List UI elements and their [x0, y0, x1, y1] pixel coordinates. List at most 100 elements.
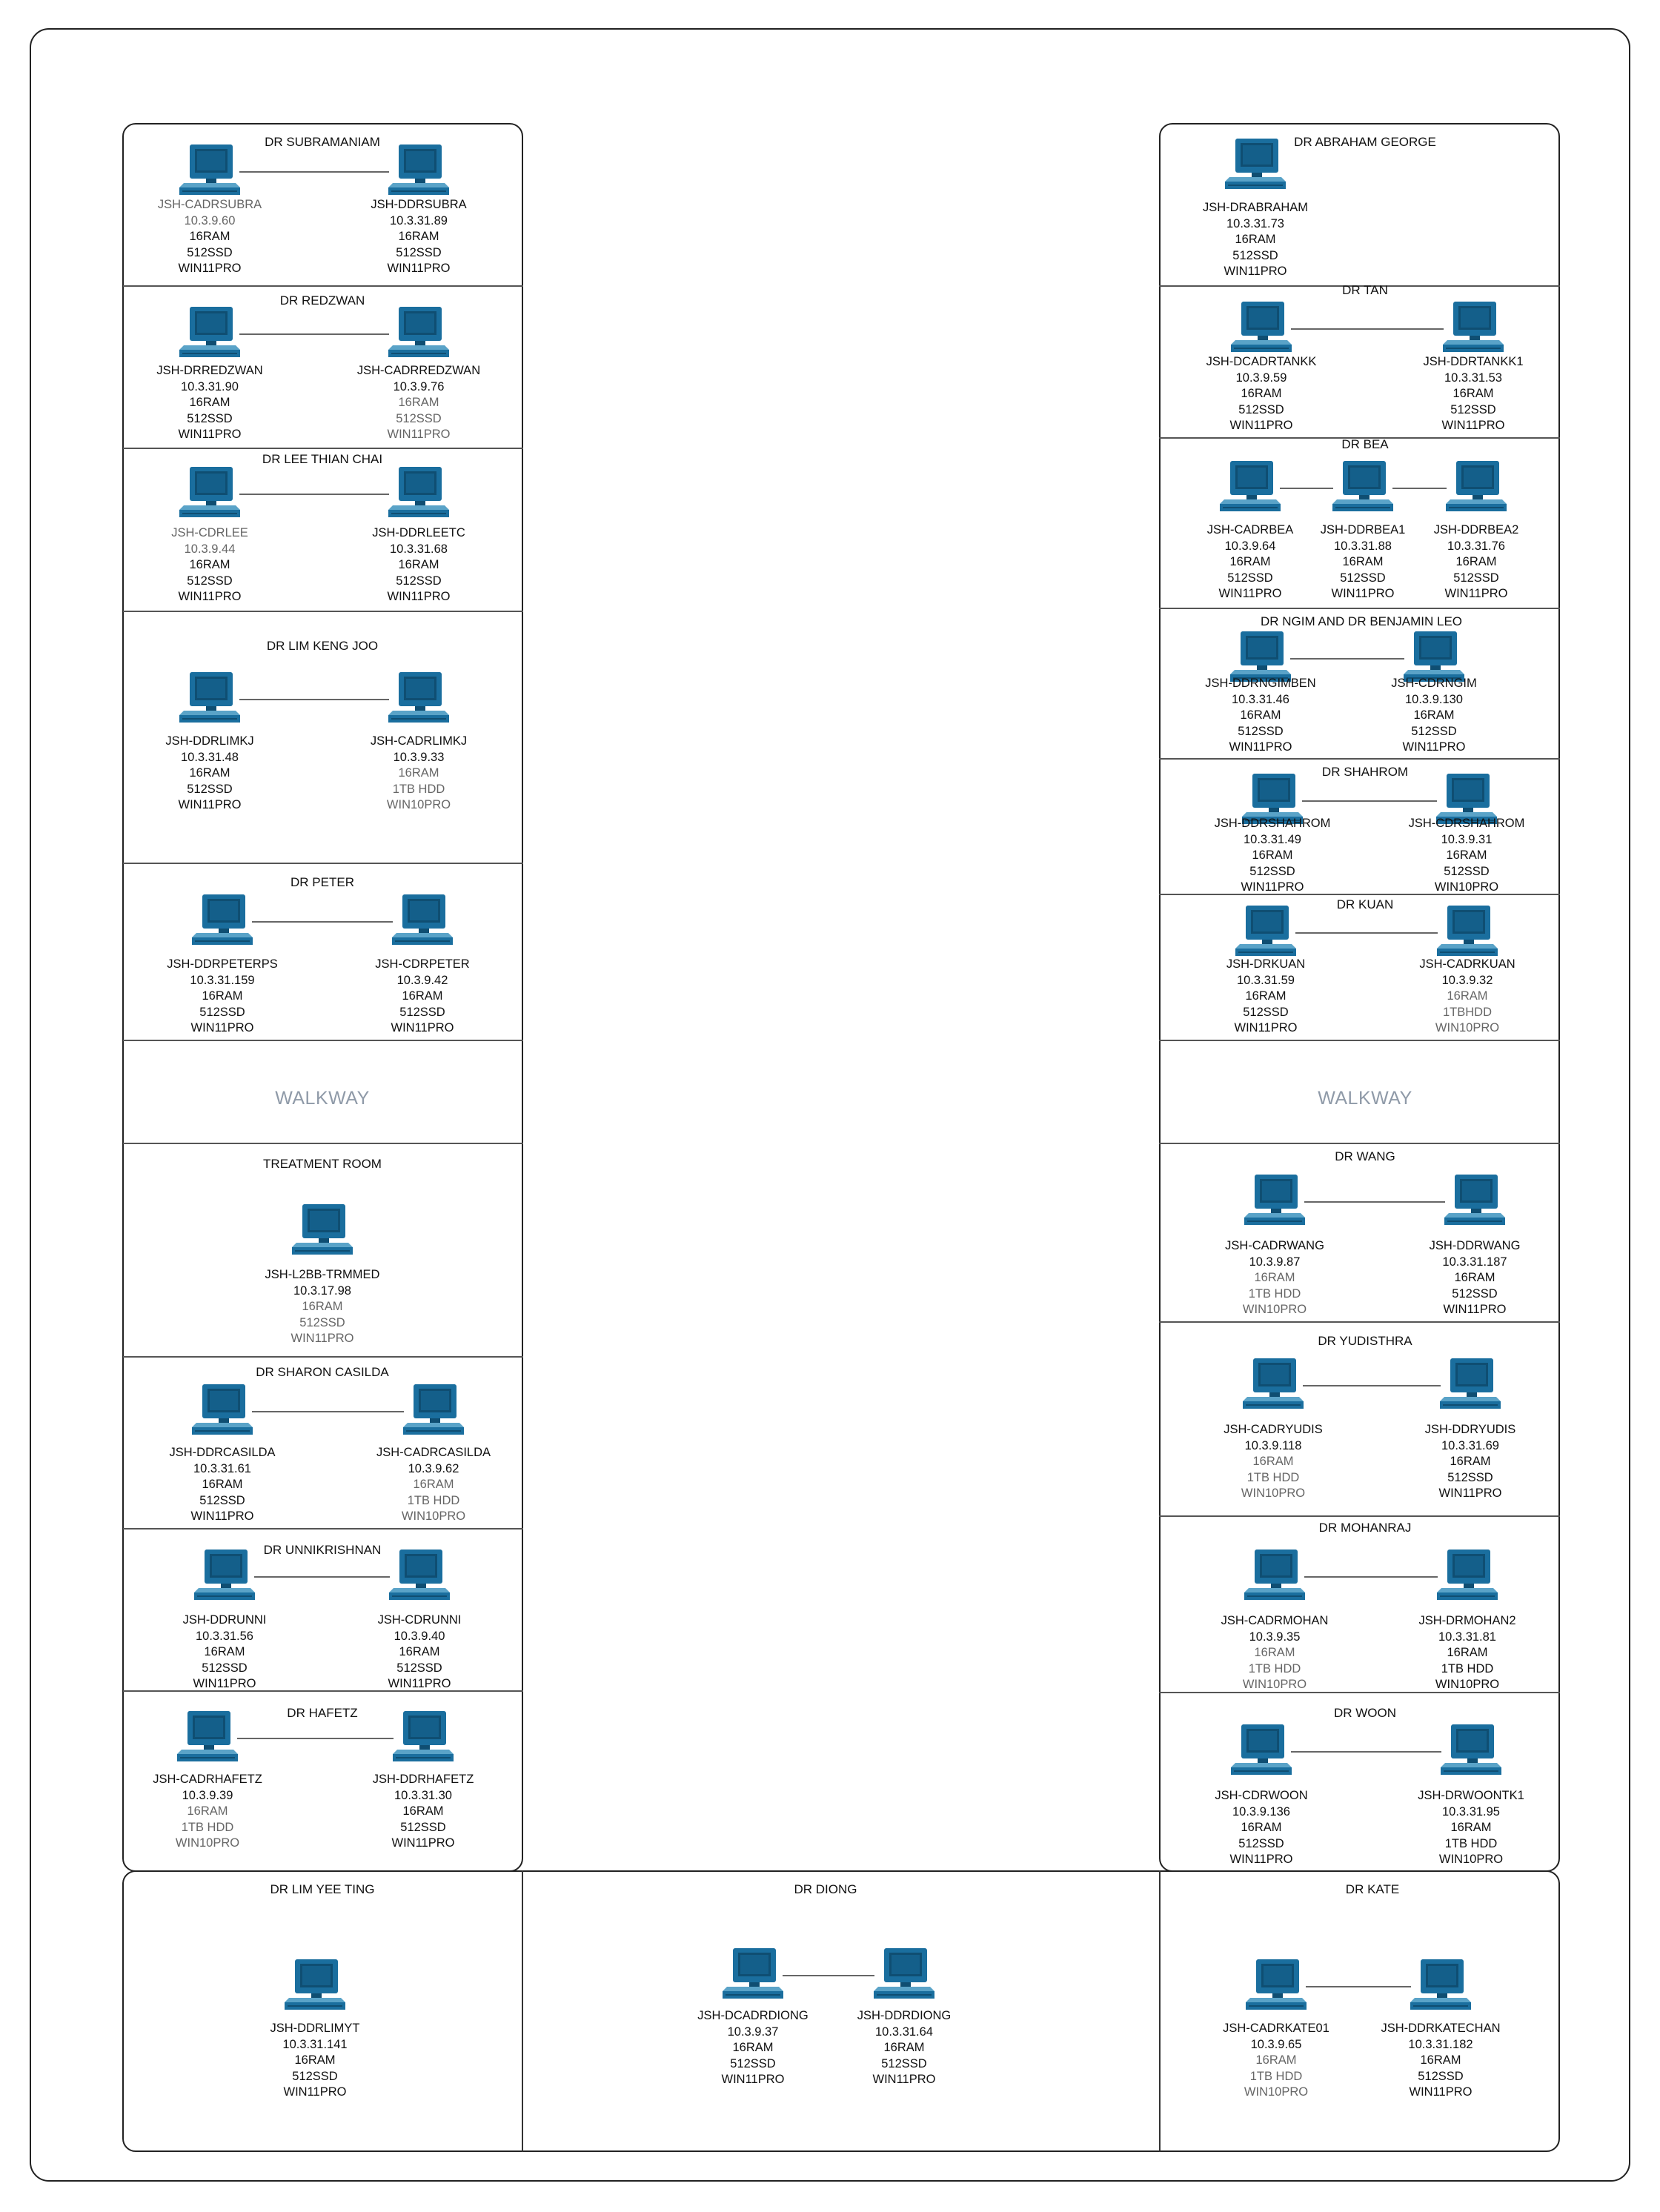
os-spec: WIN11PRO	[1229, 740, 1292, 754]
desktop-computer-icon	[388, 307, 449, 357]
os-spec: WIN10PRO	[386, 798, 451, 811]
network-link	[1295, 932, 1438, 934]
desktop-computer-icon	[1235, 906, 1296, 956]
ram-spec: 16RAM	[202, 989, 243, 1003]
storage-spec: 512SSD	[881, 2056, 927, 2070]
room-title: DR SUBRAMANIAM	[265, 135, 380, 149]
os-spec: WIN11PRO	[1444, 587, 1508, 600]
ip-address: 10.3.31.53	[1444, 371, 1502, 385]
storage-spec: 512SSD	[1340, 571, 1386, 585]
computer-hostname: JSH-DDRLIMKJ	[165, 734, 254, 748]
os-spec: WIN10PRO	[1241, 1487, 1306, 1500]
storage-spec: 1TBHDD	[1442, 1005, 1492, 1019]
network-link	[1291, 328, 1444, 330]
storage-spec: 1TB HDD	[392, 782, 445, 796]
computer-hostname: JSH-DDRKATECHAN	[1381, 2022, 1501, 2035]
desktop-computer-icon	[1244, 1175, 1305, 1225]
desktop-computer-icon	[392, 894, 453, 945]
room-divider	[123, 285, 523, 287]
storage-spec: 512SSD	[396, 574, 442, 588]
desktop-computer-icon	[403, 1384, 464, 1435]
computer-hostname: JSH-DDRWANG	[1429, 1239, 1521, 1252]
desktop-computer-icon	[1225, 139, 1286, 189]
desktop-computer-icon	[1231, 1724, 1292, 1775]
desktop-computer-icon	[1444, 1175, 1505, 1225]
desktop-computer-icon	[177, 1711, 238, 1761]
network-link	[252, 921, 393, 923]
os-spec: WIN11PRO	[387, 590, 451, 603]
network-link	[1290, 658, 1404, 660]
desktop-computer-icon	[1246, 1959, 1307, 2010]
desktop-computer-icon	[1230, 631, 1291, 682]
computer-hostname: JSH-CDRPETER	[375, 957, 470, 971]
network-link	[239, 333, 389, 335]
ip-address: 10.3.31.73	[1226, 216, 1284, 230]
ram-spec: 16RAM	[883, 2041, 925, 2054]
ram-spec: 16RAM	[398, 766, 439, 780]
ram-spec: 16RAM	[398, 558, 439, 571]
os-spec: WIN11PRO	[190, 1021, 254, 1034]
storage-spec: 512SSD	[1243, 1005, 1289, 1019]
computer-hostname: JSH-DDRSHAHROM	[1214, 817, 1331, 830]
desktop-computer-icon	[1441, 1724, 1501, 1775]
ram-spec: 16RAM	[1241, 387, 1282, 400]
ram-spec: 16RAM	[732, 2041, 774, 2054]
room-title: DR UNNIKRISHNAN	[263, 1543, 382, 1557]
storage-spec: 512SSD	[1450, 402, 1496, 416]
storage-spec: 512SSD	[187, 574, 233, 588]
os-spec: WIN11PRO	[1441, 419, 1505, 432]
computer-hostname: JSH-DDRBEA1	[1320, 523, 1406, 537]
os-spec: WIN11PRO	[1218, 587, 1282, 600]
computer-hostname: JSH-CADRREDZWAN	[356, 364, 481, 377]
desktop-computer-icon	[1220, 461, 1281, 511]
os-spec: WIN11PRO	[1409, 2085, 1473, 2099]
